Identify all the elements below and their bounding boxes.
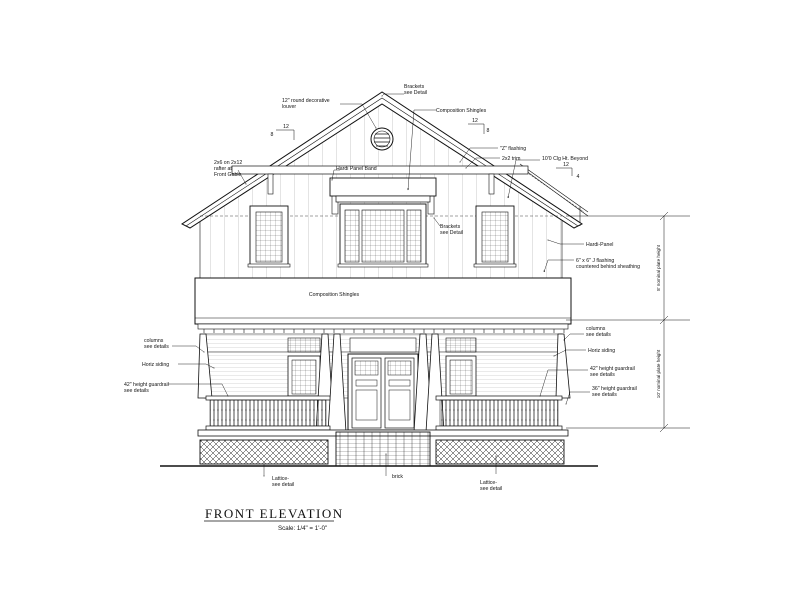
label-clg-ht: 10'0 Clg Ht. Beyond (542, 156, 588, 162)
lattice-left (199, 439, 329, 465)
label-rafter-1: 2x6 on 2x12 (214, 160, 242, 166)
label-brackets-top-1: Brackets (404, 84, 425, 90)
lower-window-left (287, 355, 321, 397)
brick-stairs (335, 431, 431, 467)
label-columns-right-1: columns (586, 326, 606, 332)
label-slope-right-rise: 12 (563, 162, 569, 168)
label-columns-left-1: columns (144, 338, 164, 344)
label-brackets-mid-2: see Detail (440, 230, 463, 236)
label-hardi-panel: Hardi-Panel (586, 242, 613, 248)
label-lattice-left-1: Lattice- (272, 476, 289, 482)
label-2x2-trim: 2x2 trim (502, 156, 520, 162)
porch-transoms (287, 337, 477, 353)
guardrail-right (435, 395, 563, 431)
label-slope-mid-rise: 12 (472, 118, 478, 124)
label-j-flashing-1: 6" x 6" J flashing (576, 258, 614, 264)
label-slope-left-run: 8 (271, 132, 274, 138)
label-z-flashing: "Z" flashing (500, 146, 526, 152)
upper-window-center (337, 203, 429, 268)
label-guardrail-right-42-2: see details (590, 372, 615, 378)
label-horiz-siding-left: Horiz siding (142, 362, 169, 368)
label-columns-right-2: see details (586, 332, 611, 338)
label-brackets-mid-1: Brackets (440, 224, 461, 230)
label-j-flashing-2: countered behind sheathing (576, 264, 640, 270)
label-brick: brick (392, 474, 403, 480)
lattice-right (435, 439, 565, 465)
drawing-title: FRONT ELEVATION (205, 506, 344, 521)
label-horiz-siding-right: Horiz siding (588, 348, 615, 354)
label-rafter-3: Front Gable (214, 172, 242, 178)
dimension-lines (566, 211, 690, 433)
label-lattice-right-2: see detail (480, 486, 502, 492)
label-slope-mid-run: 8 (487, 128, 490, 134)
guardrail-left (205, 395, 331, 431)
label-hardi-panel-band: Hardi Panel Band (336, 166, 377, 172)
label-composition-shingles-porch: Composition Shingles (309, 292, 360, 298)
house-elevation (160, 91, 598, 467)
label-guardrail-left-2: see details (124, 388, 149, 394)
front-doors (347, 353, 419, 431)
label-lattice-right-1: Lattice- (480, 480, 497, 486)
label-composition-shingles-top: Composition Shingles (436, 108, 487, 114)
leader-lines (168, 93, 590, 477)
label-slope-right-run: 4 (577, 174, 580, 180)
label-upper-plate-height: 8' nominal plate height (656, 244, 661, 291)
label-louver-2: louver (282, 104, 296, 110)
label-guardrail-right-36-1: 36" height guardrail (592, 386, 637, 392)
upper-window-left (247, 205, 291, 268)
window-hood (329, 177, 437, 203)
label-slope-left-rise: 12 (283, 124, 289, 130)
label-brackets-top-2: see Detail (404, 90, 427, 96)
slope-indicators (276, 123, 573, 176)
label-guardrail-left-1: 42" height guardrail (124, 382, 169, 388)
label-guardrail-right-36-2: see details (592, 392, 617, 398)
label-lattice-left-2: see detail (272, 482, 294, 488)
label-lower-plate-height: 10' nominal plate height (656, 349, 661, 398)
upper-window-right (473, 205, 517, 268)
annotation-labels: Brackets see Detail 12" round decorative… (124, 84, 661, 532)
hardi-panel-band (231, 165, 529, 175)
label-louver-1: 12" round decorative (282, 98, 330, 104)
porch-roof (194, 277, 572, 333)
label-guardrail-right-42-1: 42" height guardrail (590, 366, 635, 372)
label-rafter-2: rafter at (214, 166, 232, 172)
lower-window-right (445, 355, 477, 397)
round-louver (370, 127, 394, 151)
label-columns-left-2: see details (144, 344, 169, 350)
gable-roof (181, 91, 583, 229)
drawing-scale: Scale: 1/4" = 1'-0" (278, 525, 327, 532)
